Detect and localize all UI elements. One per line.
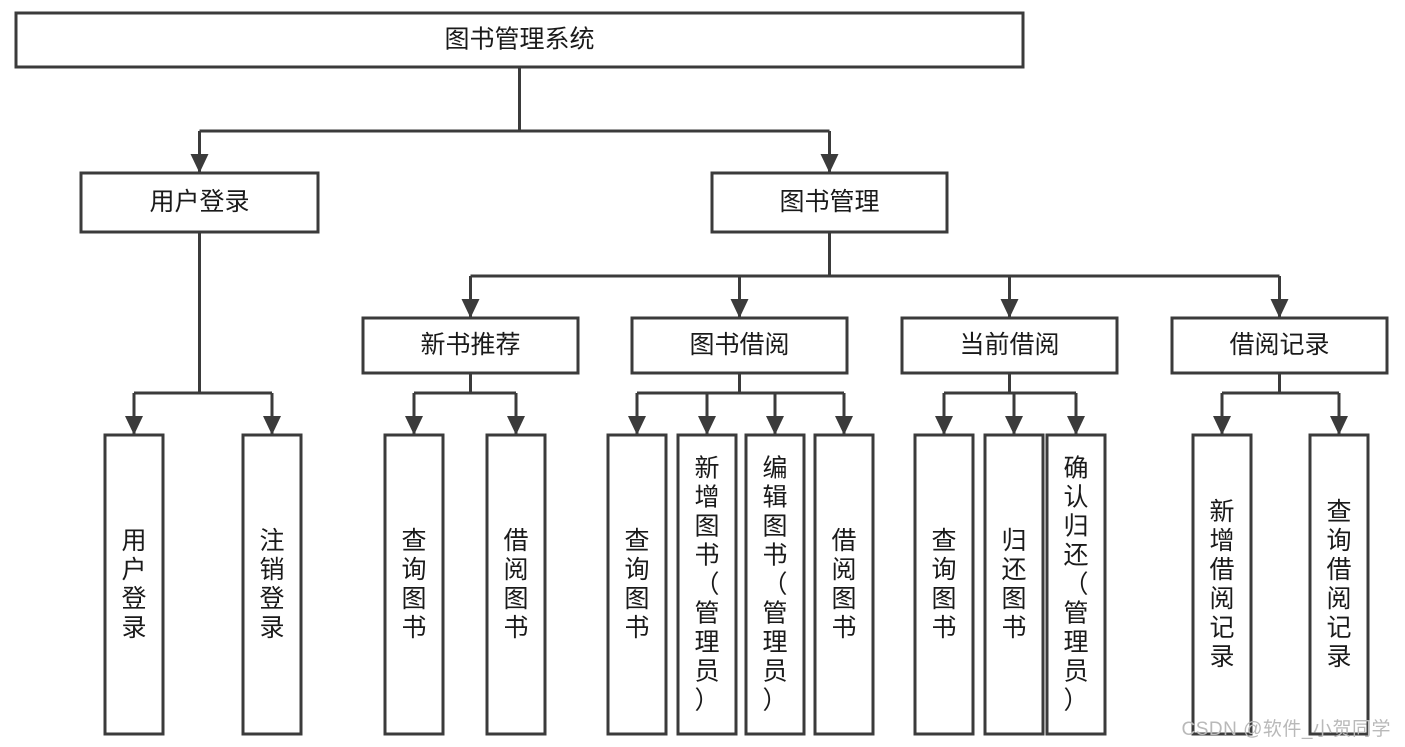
arrow-head-icon	[835, 416, 853, 435]
node-box	[241, 433, 303, 736]
node-box	[361, 316, 580, 375]
node-box	[710, 171, 949, 234]
node-label: 查询图书	[931, 527, 956, 642]
node-leaf-rec-query2[interactable]: 查询借阅记录	[1308, 433, 1370, 736]
arrow-head-icon	[263, 416, 281, 435]
node-box	[383, 433, 445, 736]
node-book-manage[interactable]: 图书管理	[710, 171, 949, 234]
node-label: 新增借阅记录	[1209, 498, 1234, 671]
node-label: 借阅图书	[831, 527, 856, 642]
node-leaf-cur-query[interactable]: 查询图书	[913, 433, 975, 736]
arrow-head-icon	[628, 416, 646, 435]
node-label: 确认归还（管理员）	[1063, 455, 1088, 715]
node-leaf-borrow-edit[interactable]: 编辑图书（管理员）	[744, 433, 806, 736]
node-label: 借阅记录	[1229, 331, 1329, 359]
node-box	[913, 433, 975, 736]
node-new-book-rec[interactable]: 新书推荐	[361, 316, 580, 375]
node-box	[900, 316, 1119, 375]
node-box	[744, 433, 806, 736]
node-label: 图书借阅	[689, 331, 789, 359]
node-label: 当前借阅	[959, 331, 1059, 359]
node-box	[1045, 433, 1107, 736]
arrow-head-icon	[935, 416, 953, 435]
node-leaf-borrow-query[interactable]: 查询图书	[606, 433, 668, 736]
arrow-head-icon	[1213, 416, 1231, 435]
node-box	[983, 433, 1045, 736]
arrow-head-icon	[820, 154, 839, 173]
arrow-head-icon	[1270, 299, 1289, 318]
node-borrow-record[interactable]: 借阅记录	[1170, 316, 1389, 375]
arrow-head-icon	[461, 299, 480, 318]
node-leaf-rec-add[interactable]: 新增借阅记录	[1191, 433, 1253, 736]
arrow-head-icon	[730, 299, 749, 318]
node-leaf-borrow-lend[interactable]: 借阅图书	[813, 433, 875, 736]
node-label: 编辑图书（管理员）	[762, 455, 787, 715]
nodes-layer: 图书管理系统用户登录图书管理新书推荐图书借阅当前借阅借阅记录用户登录注销登录查询…	[14, 11, 1389, 736]
node-leaf-user-login[interactable]: 用户登录	[103, 433, 165, 736]
node-leaf-rec-query[interactable]: 查询图书	[383, 433, 445, 736]
arrow-head-icon	[507, 416, 525, 435]
node-leaf-logout[interactable]: 注销登录	[241, 433, 303, 736]
node-current-borrow[interactable]: 当前借阅	[900, 316, 1119, 375]
edges-layer	[125, 67, 1348, 435]
node-label: 图书管理系统	[444, 26, 594, 54]
arrow-head-icon	[405, 416, 423, 435]
node-box	[1308, 433, 1370, 736]
arrow-head-icon	[1067, 416, 1085, 435]
arrow-head-icon	[1000, 299, 1019, 318]
node-box	[606, 433, 668, 736]
node-box	[14, 11, 1025, 69]
node-label: 借阅图书	[503, 527, 528, 642]
node-root[interactable]: 图书管理系统	[14, 11, 1025, 69]
arrow-head-icon	[190, 154, 209, 173]
node-leaf-cur-confirm[interactable]: 确认归还（管理员）	[1045, 433, 1107, 736]
node-label: 查询图书	[624, 527, 649, 642]
node-box	[630, 316, 849, 375]
node-box	[1170, 316, 1389, 375]
node-leaf-cur-return[interactable]: 归还图书	[983, 433, 1045, 736]
arrow-head-icon	[698, 416, 716, 435]
node-book-borrow[interactable]: 图书借阅	[630, 316, 849, 375]
node-label: 查询借阅记录	[1326, 498, 1351, 671]
node-box	[79, 171, 320, 234]
node-box	[813, 433, 875, 736]
node-leaf-borrow-add[interactable]: 新增图书（管理员）	[676, 433, 738, 736]
node-box	[676, 433, 738, 736]
node-label: 归还图书	[1001, 527, 1026, 642]
node-leaf-rec-borrow[interactable]: 借阅图书	[485, 433, 547, 736]
node-box	[485, 433, 547, 736]
node-label: 新书推荐	[420, 331, 520, 359]
arrow-head-icon	[125, 416, 143, 435]
arrow-head-icon	[766, 416, 784, 435]
node-label: 查询图书	[401, 527, 426, 642]
node-box	[103, 433, 165, 736]
node-label: 用户登录	[149, 188, 249, 216]
node-user-login[interactable]: 用户登录	[79, 171, 320, 234]
node-label: 图书管理	[779, 188, 879, 216]
node-box	[1191, 433, 1253, 736]
node-label: 新增图书（管理员）	[694, 455, 719, 715]
arrow-head-icon	[1330, 416, 1348, 435]
node-label: 用户登录	[121, 527, 146, 642]
node-label: 注销登录	[259, 527, 284, 642]
arrow-head-icon	[1005, 416, 1023, 435]
